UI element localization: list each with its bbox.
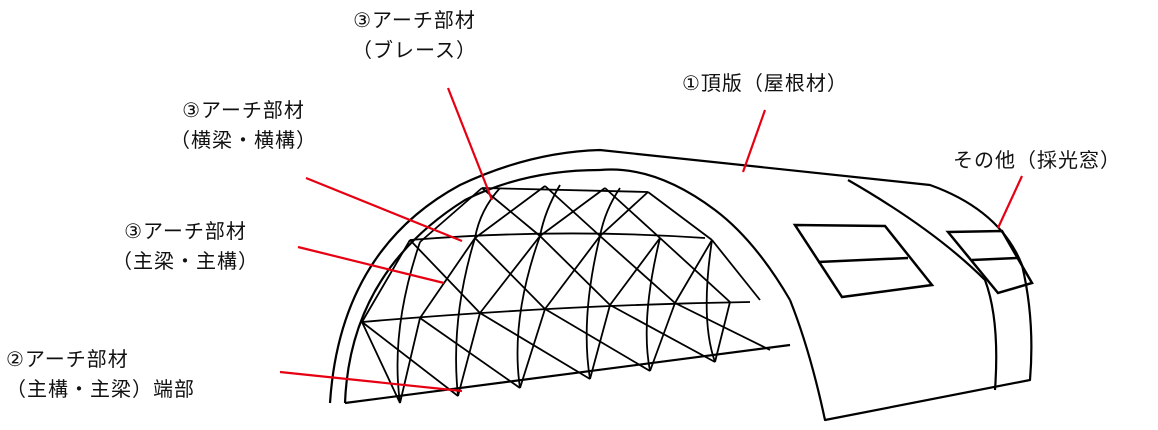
label-main-beam: ③アーチ部材 （主梁・主構） xyxy=(112,216,259,276)
leader-main-beam xyxy=(297,245,445,285)
skylight-left-mullion xyxy=(817,256,909,264)
label-end: ②アーチ部材 （主構・主梁）端部 xyxy=(6,344,195,404)
label-end-line1: ②アーチ部材 xyxy=(6,347,129,371)
label-roof-line1: ①頂版（屋根材） xyxy=(682,71,848,95)
roof-inner-outline xyxy=(343,168,601,404)
roof-outer-outline xyxy=(328,148,1033,422)
label-main-beam-line1: ③アーチ部材 xyxy=(124,219,247,243)
leader-lines xyxy=(279,87,1023,393)
label-end-line2: （主構・主梁）端部 xyxy=(6,377,195,401)
label-skylight: その他（採光窓） xyxy=(953,145,1121,175)
label-brace: ③アーチ部材 （ブレース） xyxy=(352,5,477,65)
main-girder-7 xyxy=(474,187,501,239)
brace-diagonals-upper xyxy=(419,185,713,243)
roof-seam xyxy=(847,179,998,391)
label-brace-line2: （ブレース） xyxy=(352,38,477,62)
main-girder-8 xyxy=(539,184,561,237)
roof-shell xyxy=(328,148,1033,422)
label-skylight-line1: その他（採光窓） xyxy=(953,148,1121,172)
cross-beam-upper xyxy=(409,232,706,241)
skylight-right-frame xyxy=(945,229,1034,295)
arch-inner-edge xyxy=(599,168,791,301)
main-girder-4 xyxy=(585,235,601,380)
leader-cross-beam xyxy=(305,176,463,243)
main-girder-5 xyxy=(645,237,661,372)
brace-diagonals-middle xyxy=(361,235,761,323)
main-girder-6 xyxy=(705,239,716,363)
skylight-left-frame xyxy=(792,223,935,299)
main-girder-1 xyxy=(396,241,421,404)
main-girder-2 xyxy=(455,237,476,397)
brace-diagonals-lower xyxy=(361,301,771,404)
leader-brace xyxy=(446,87,494,201)
leader-roof xyxy=(741,109,767,173)
label-brace-line1: ③アーチ部材 xyxy=(353,8,476,32)
skylight-right-mullion xyxy=(971,256,1018,262)
arch-base-line xyxy=(344,343,791,405)
label-cross-beam: ③アーチ部材 （横梁・横構） xyxy=(170,95,317,155)
label-cross-beam-line2: （横梁・横構） xyxy=(170,128,317,152)
leader-skylight xyxy=(997,175,1023,229)
label-cross-beam-line1: ③アーチ部材 xyxy=(182,98,305,122)
main-girder-3 xyxy=(516,235,541,389)
leader-end xyxy=(279,370,463,393)
arch-lattice xyxy=(361,184,771,404)
cross-beam-middle xyxy=(361,301,751,323)
label-main-beam-line2: （主梁・主構） xyxy=(112,249,259,273)
skylights xyxy=(792,223,1034,299)
main-girder-9 xyxy=(599,187,621,237)
cross-beam-top xyxy=(481,187,649,193)
label-roof: ①頂版（屋根材） xyxy=(682,68,848,98)
